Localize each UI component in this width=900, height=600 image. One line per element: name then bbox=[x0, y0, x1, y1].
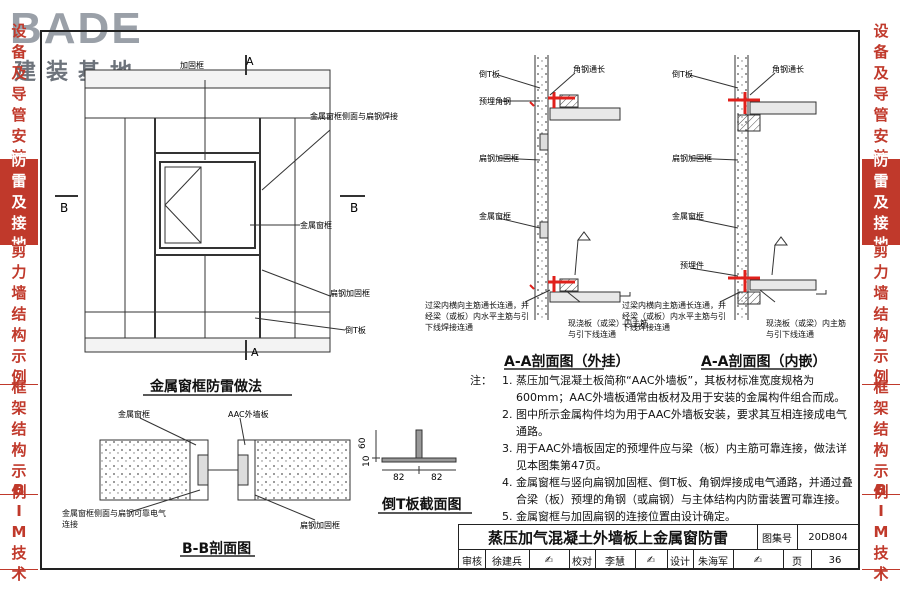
caption-bb: B-B剖面图 bbox=[182, 541, 252, 557]
t-dim-82a: 82 bbox=[393, 473, 404, 483]
note-num-4: 4. bbox=[502, 476, 513, 489]
note-text-4: 金属窗框与竖向扁钢加固框、倒T板、角钢焊接成电气通路，并通过叠合梁（板）预埋的角… bbox=[516, 476, 853, 506]
atlas-label: 图集号 bbox=[757, 525, 798, 550]
drawing-title: 蒸压加气混凝土外墙板上金属窗防雷 bbox=[459, 525, 758, 550]
inner-label-window: 金属窗框 bbox=[672, 211, 704, 221]
inner-note-right-wrap: 现浇板（或梁）内主筋与引下线连通 bbox=[766, 319, 846, 339]
inner-label-t-plate: 倒T板 bbox=[672, 69, 693, 79]
note-item: 4. 金属窗框与竖向扁钢加固框、倒T板、角钢焊接成电气通路，并通过叠合梁（板）预… bbox=[470, 474, 855, 508]
bb-label-weld: 金属窗框侧面与扁钢可靠电气连接 bbox=[62, 509, 166, 529]
caption-t-section: 倒T板截面图 bbox=[382, 497, 462, 513]
reviewer-name: 徐建兵 bbox=[485, 550, 530, 570]
outer-note-right-wrap: 现浇板（或梁）内主筋与引下线连通 bbox=[568, 319, 648, 339]
outer-note-left-wrap: 过梁内横向主筋通长连通，并经梁（或板）内水平主筋与引下线焊接连通 bbox=[425, 301, 529, 332]
right-tab-2[interactable]: 剪力墙结构示例 bbox=[862, 242, 900, 386]
elevation-label-frame-weld: 金属窗框侧面与扁钢焊接 bbox=[310, 111, 398, 121]
inner-label-angle: 角钢通长 bbox=[772, 64, 804, 74]
bb-label-flat-steel: 扁钢加固框 bbox=[300, 520, 340, 530]
right-tab-0[interactable]: 设备及导管安装 bbox=[862, 22, 900, 166]
drawing-frame bbox=[40, 30, 860, 570]
left-tab-2[interactable]: 剪力墙结构示例 bbox=[0, 242, 38, 386]
outer-label-window: 金属窗框 bbox=[479, 211, 511, 221]
outer-label-angle: 角钢通长 bbox=[573, 64, 605, 74]
outer-label-t-plate: 倒T板 bbox=[479, 69, 500, 79]
reviewer-signature: ✍ bbox=[529, 550, 570, 570]
caption-aa-outer: A-A剖面图（外挂） bbox=[504, 354, 630, 370]
outer-note-left: 过梁内横向主筋通长连通，并经梁（或板）内水平主筋与引下线焊接连通 bbox=[425, 301, 529, 332]
review-label: 审核 bbox=[459, 550, 486, 570]
note-num-3: 3. bbox=[502, 442, 513, 455]
note-num-5: 5. bbox=[502, 510, 513, 523]
right-tab-3[interactable]: 框架结构示例 bbox=[862, 378, 900, 501]
t-dim-60: 60 bbox=[358, 437, 368, 449]
note-text-3: 用于AAC外墙板固定的预埋件应与梁（板）内主筋可靠连接，做法详见本图集第47页。 bbox=[516, 442, 847, 472]
checker-name: 李慧 bbox=[595, 550, 636, 570]
elevation-label-window: 金属窗框 bbox=[300, 220, 332, 230]
elevation-label-top: 加固框 bbox=[180, 60, 204, 70]
logo-brand: BADE bbox=[10, 4, 143, 53]
section-aa-outer bbox=[497, 55, 631, 320]
elevation-label-t-plate: 倒T板 bbox=[345, 325, 366, 335]
inner-label-embedded: 预埋件 bbox=[680, 260, 704, 270]
note-text-5: 金属窗框与加固扁钢的连接位置由设计确定。 bbox=[516, 510, 736, 523]
outer-note-right: 现浇板（或梁）内主筋与引下线连通 bbox=[568, 319, 648, 339]
elevation-a-bottom: A bbox=[251, 346, 259, 359]
left-tab-0[interactable]: 设备及导管安装 bbox=[0, 22, 38, 166]
inner-note-left-wrap: 过梁内横向主筋通长连通，并经梁（或板）内水平主筋与引下线焊接连通 bbox=[622, 301, 726, 332]
elevation-bottom-slab bbox=[84, 337, 331, 353]
notes-block: 注： 1. 蒸压加气混凝土板简称“AAC外墙板”，其板材标准宽度规格为600mm… bbox=[470, 372, 855, 525]
elevation-label-flat-steel: 扁钢加固框 bbox=[330, 288, 370, 298]
elevation-b-left: B bbox=[60, 201, 68, 215]
caption-aa-inner: A-A剖面图（内嵌） bbox=[701, 354, 827, 370]
check-label: 校对 bbox=[569, 550, 596, 570]
atlas-number: 20D804 bbox=[797, 525, 859, 550]
caption-elevation: 金属窗框防雷做法 bbox=[150, 379, 262, 395]
checker-signature: ✍ bbox=[635, 550, 668, 570]
designer-signature: ✍ bbox=[733, 550, 784, 570]
right-tab-1[interactable]: 防雷及接地 bbox=[862, 151, 900, 253]
drawing-canvas: A A B B 加固框 金属窗框侧面与扁钢焊接 金属窗框 扁钢加固框 倒T板 bbox=[55, 55, 846, 557]
note-num-2: 2. bbox=[502, 408, 513, 421]
inner-note-right: 现浇板（或梁）内主筋与引下线连通 bbox=[766, 319, 846, 339]
inner-note-left: 过梁内横向主筋通长连通，并经梁（或板）内水平主筋与引下线焊接连通 bbox=[622, 301, 726, 332]
note-item: 注： 1. 蒸压加气混凝土板简称“AAC外墙板”，其板材标准宽度规格为600mm… bbox=[470, 372, 855, 406]
elevation-top-slab bbox=[84, 69, 331, 89]
elevation-a-top: A bbox=[246, 55, 254, 68]
t-dim-82b: 82 bbox=[431, 473, 442, 483]
left-tab-1[interactable]: 防雷及接地 bbox=[0, 151, 38, 253]
section-aa-inner bbox=[689, 55, 827, 320]
title-block: 蒸压加气混凝土外墙板上金属窗防雷 图集号 20D804 审核 徐建兵 ✍ 校对 … bbox=[458, 524, 859, 570]
t-dim-10: 10 bbox=[362, 455, 372, 467]
note-item: 3. 用于AAC外墙板固定的预埋件应与梁（板）内主筋可靠连接，做法详见本图集第4… bbox=[470, 440, 855, 474]
left-tab-3[interactable]: 框架结构示例 bbox=[0, 378, 38, 501]
note-num-1: 1. bbox=[502, 374, 513, 387]
page-label: 页 bbox=[783, 550, 812, 570]
notes-prefix: 注： bbox=[470, 374, 492, 387]
page-number: 36 bbox=[828, 554, 842, 566]
bb-label-window: 金属窗框 bbox=[118, 409, 150, 419]
outer-label-flat-steel: 扁钢加固框 bbox=[479, 153, 519, 163]
elevation-window bbox=[159, 161, 256, 249]
designer-name: 朱海军 bbox=[693, 550, 734, 570]
section-bb bbox=[99, 417, 351, 521]
t-section-drawing bbox=[372, 429, 457, 474]
design-label: 设计 bbox=[667, 550, 694, 570]
inner-label-flat-steel: 扁钢加固框 bbox=[672, 153, 712, 163]
outer-label-embedded-angle: 预埋角钢 bbox=[479, 96, 511, 106]
elevation-view bbox=[55, 55, 365, 360]
note-item: 2. 图中所示金属构件均为用于AAC外墙板安装，要求其互相连接成电气通路。 bbox=[470, 406, 855, 440]
bb-label-weld-wrap: 金属窗框侧面与扁钢可靠电气连接 bbox=[62, 509, 166, 529]
elevation-b-right: B bbox=[350, 201, 358, 215]
note-item: 5. 金属窗框与加固扁钢的连接位置由设计确定。 bbox=[470, 508, 855, 525]
bb-label-aac: AAC外墙板 bbox=[228, 409, 269, 419]
note-text-1: 蒸压加气混凝土板简称“AAC外墙板”，其板材标准宽度规格为600mm；AAC外墙… bbox=[516, 374, 846, 404]
note-text-2: 图中所示金属构件均为用于AAC外墙板安装，要求其互相连接成电气通路。 bbox=[516, 408, 847, 438]
